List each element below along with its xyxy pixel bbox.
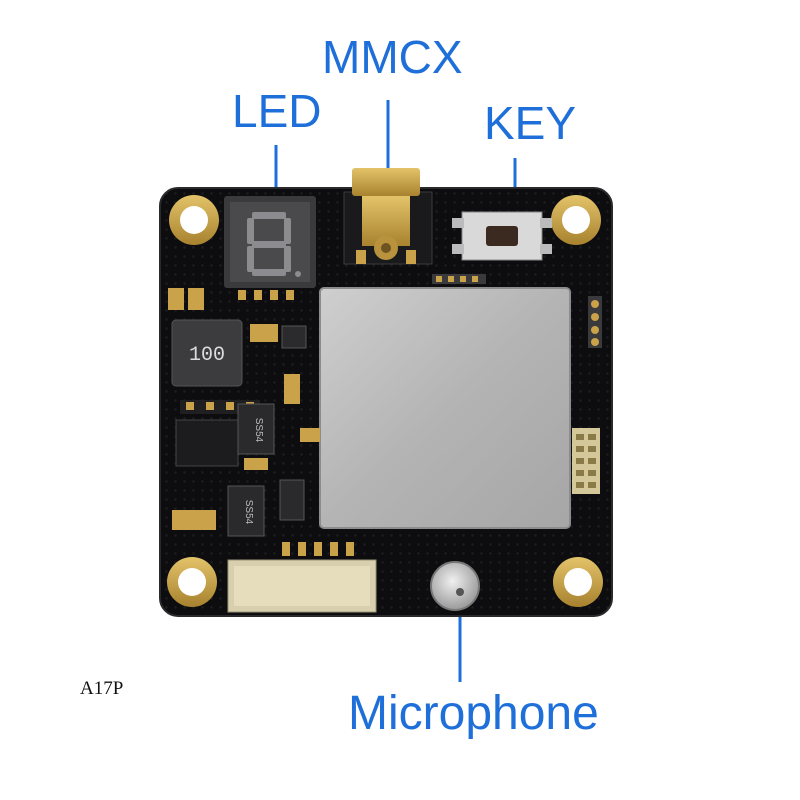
diode-lower-marking: SS54 — [243, 500, 254, 525]
bottom-connector — [227, 542, 377, 613]
smd-components-left — [168, 288, 320, 530]
model-code: A17P — [80, 678, 124, 699]
mounting-hole-top-left — [169, 195, 219, 245]
pin-header-top — [432, 274, 486, 284]
key-label: KEY — [484, 97, 577, 149]
led-label: LED — [232, 85, 322, 137]
pin-header-right — [588, 296, 602, 348]
mmcx-label: MMCX — [322, 31, 463, 83]
diode-lower: SS54 — [227, 485, 265, 537]
diode-upper: SS54 — [237, 403, 275, 455]
microphone — [430, 561, 480, 611]
mounting-hole-top-right — [551, 195, 601, 245]
mounting-hole-bottom-left — [167, 557, 217, 607]
rf-shield-can — [319, 287, 571, 529]
microphone-label: Microphone — [348, 687, 599, 740]
mmcx-connector — [343, 168, 433, 265]
mounting-hole-bottom-right — [553, 557, 603, 607]
diode-upper-marking: SS54 — [253, 418, 264, 443]
key-button — [452, 211, 552, 261]
inductor: 100 — [171, 319, 243, 387]
pad-array-right — [572, 428, 600, 494]
inductor-marking: 100 — [189, 344, 225, 367]
led-display — [224, 196, 316, 300]
